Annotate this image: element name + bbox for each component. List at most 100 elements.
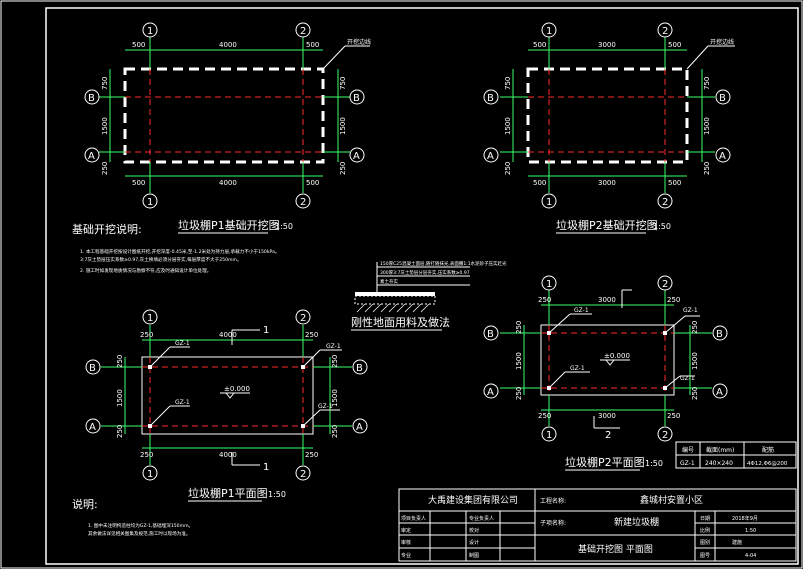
p4-axis-A-left: A [487, 387, 494, 398]
plan-p2-excavation: 开挖边线 500 3000 500 500 3000 500 750 1500 … [483, 22, 735, 234]
tb-r-r3-label: 图别 [700, 539, 710, 546]
tb-l-r2-c3: 校对 [469, 527, 479, 534]
tb-r-r2-value: 1:50 [745, 528, 756, 534]
p1-top-dim-left: 500 [132, 41, 145, 49]
general-notes: 说明: 1. 图中未注明构造柱均为GZ-1,基础埋深150mm。 其余做法详见相… [72, 497, 193, 537]
column-table-cell-rebar: 4Φ12,Φ6@200 [747, 461, 788, 467]
p1-leader-label: 开挖边线 [347, 38, 371, 46]
p1-scale: 1:50 [275, 222, 293, 231]
p2-left-dim-top: 750 [504, 77, 512, 90]
p4-left-dim-mid: 1500 [515, 352, 523, 370]
p2-leader-label: 开挖边线 [710, 38, 734, 46]
p3-column-label-4: GZ-1 [318, 403, 333, 410]
p3-scale: 1:50 [268, 490, 286, 499]
p2-axis-2-top: 2 [662, 26, 668, 37]
p2-axis-1-bottom: 1 [546, 197, 552, 208]
p4-left-dim-bottom: 250 [515, 387, 523, 400]
p4-axis-B-right: B [716, 329, 723, 340]
p1-right-dim-bottom: 250 [339, 162, 347, 175]
p3-axis-2-top: 2 [300, 313, 306, 324]
tb-r-r1-label: 日期 [700, 516, 710, 522]
column-table-header-rebar: 配筋 [762, 446, 774, 454]
drawing-name: 基础开挖图 平面图 [578, 543, 653, 555]
p1-bottom-dim-right: 500 [306, 179, 319, 187]
p3-left-dim-top: 250 [116, 355, 124, 368]
p1-axis-B-left: B [88, 93, 95, 104]
tb-r-r3-value: 建施 [732, 539, 742, 546]
p2-bottom-dim-left: 500 [533, 179, 546, 187]
p3-top-dim-right: 250 [305, 331, 318, 339]
p1-axis-A-right: A [353, 151, 360, 162]
p3-section-top: 1 [263, 325, 269, 336]
p1-axis-2-bottom: 2 [300, 197, 306, 208]
p4-bottom-dim-mid: 3000 [598, 412, 616, 420]
p3-right-dim-mid: 1500 [331, 389, 339, 407]
p1-bottom-dim-mid: 4000 [219, 179, 237, 187]
p2-right-dim-mid: 1500 [703, 117, 711, 135]
p3-column-label-2: GZ-1 [326, 343, 341, 350]
general-note-2: 其余做法详见相关图集及规范,施工时以现场为准。 [88, 530, 191, 537]
general-note-1: 1. 图中未注明构造柱均为GZ-1,基础埋深150mm。 [88, 522, 193, 529]
column-table-cell-id: GZ-1 [680, 460, 695, 467]
p4-right-dim-bottom: 250 [691, 387, 699, 400]
p4-axis-1-bottom: 1 [546, 430, 552, 441]
p3-column-label-3: GZ-1 [175, 399, 190, 406]
p2-title: 垃圾棚P2基础开挖图 [556, 218, 658, 232]
company-name: 大禹建设集团有限公司 [428, 494, 518, 506]
p4-axis-2-top: 2 [662, 279, 668, 290]
p2-axis-A-left: A [487, 151, 494, 162]
p1-left-dim-mid: 1500 [101, 117, 109, 135]
p2-axis-B-right: B [719, 93, 726, 104]
tb-l-r4-c3: 制图 [469, 552, 479, 559]
p3-bottom-dim-left: 250 [140, 451, 153, 459]
p4-axis-2-bottom: 2 [662, 430, 668, 441]
p2-top-dim-mid: 3000 [598, 41, 616, 49]
p1-right-dim-mid: 1500 [339, 117, 347, 135]
p2-scale: 1:50 [653, 222, 671, 231]
p1-right-dim-top: 750 [339, 77, 347, 90]
tb-l-r3-c1: 审核 [401, 539, 411, 546]
subitem-name: 新建垃圾棚 [614, 516, 659, 528]
p2-axis-2-bottom: 2 [662, 197, 668, 208]
p2-right-dim-top: 750 [703, 77, 711, 90]
p3-top-dim-mid: 4000 [219, 331, 237, 339]
p3-axis-A-right: A [356, 422, 363, 433]
p1-bottom-dim-left: 500 [132, 179, 145, 187]
p4-axis-A-right: A [716, 387, 723, 398]
p3-right-dim-top: 250 [331, 355, 339, 368]
floor-layer-3: 素土夯实 [380, 278, 398, 285]
p4-right-dim-top: 250 [691, 321, 699, 334]
p4-scale: 1:50 [645, 459, 663, 468]
p4-axis-1-top: 1 [546, 279, 552, 290]
tb-r-r1-value: 2018年9月 [732, 515, 758, 522]
tb-l-r1-c3: 专业负责人 [469, 515, 494, 522]
p2-top-dim-left: 500 [533, 41, 546, 49]
floor-layer-2: 300厚3:7灰土垫层分层夯实,压实系数≥0.97 [380, 269, 470, 276]
p2-left-dim-mid: 1500 [504, 117, 512, 135]
p1-axis-B-right: B [353, 93, 360, 104]
floor-detail-title: 刚性地面用料及做法 [351, 315, 450, 329]
p1-axis-1-bottom: 1 [147, 197, 153, 208]
tb-r-r4-value: 4-04 [745, 553, 756, 559]
p4-bottom-dim-left: 250 [538, 412, 551, 420]
excavation-note-1b: 3:7灰土垫层压实系数≥0.97,灰土换填必须分层夯实,每层厚度不大于250mm… [80, 256, 242, 263]
p1-top-dim-right: 500 [306, 41, 319, 49]
tb-l-r3-c3: 设计 [469, 539, 479, 546]
p4-left-dim-top: 250 [515, 321, 523, 334]
p4-column-label-4: GZ-1 [680, 375, 695, 382]
p3-axis-1-bottom: 1 [147, 469, 153, 480]
p4-column-label-2: GZ-1 [683, 307, 698, 314]
column-table-cell-section: 240×240 [705, 460, 733, 467]
column-table-header-section: 截面(mm) [706, 446, 734, 454]
p2-left-dim-bottom: 250 [504, 162, 512, 175]
p3-axis-1-top: 1 [147, 313, 153, 324]
p3-bottom-dim-right: 250 [305, 451, 318, 459]
plan-p1-floor: 250 4000 250 250 4000 250 250 1500 250 2… [85, 309, 368, 502]
excavation-notes: 基础开挖说明: 1. 本工程基础开挖按设计图纸开挖,开挖深度-0.45米,至-1… [72, 222, 279, 274]
p1-axis-2-top: 2 [300, 26, 306, 37]
p4-column-label-3: GZ-1 [570, 365, 585, 372]
p4-elevation: ±0.000 [604, 352, 630, 360]
p1-title: 垃圾棚P1基础开挖图 [178, 218, 280, 232]
p3-right-dim-bottom: 250 [331, 425, 339, 438]
